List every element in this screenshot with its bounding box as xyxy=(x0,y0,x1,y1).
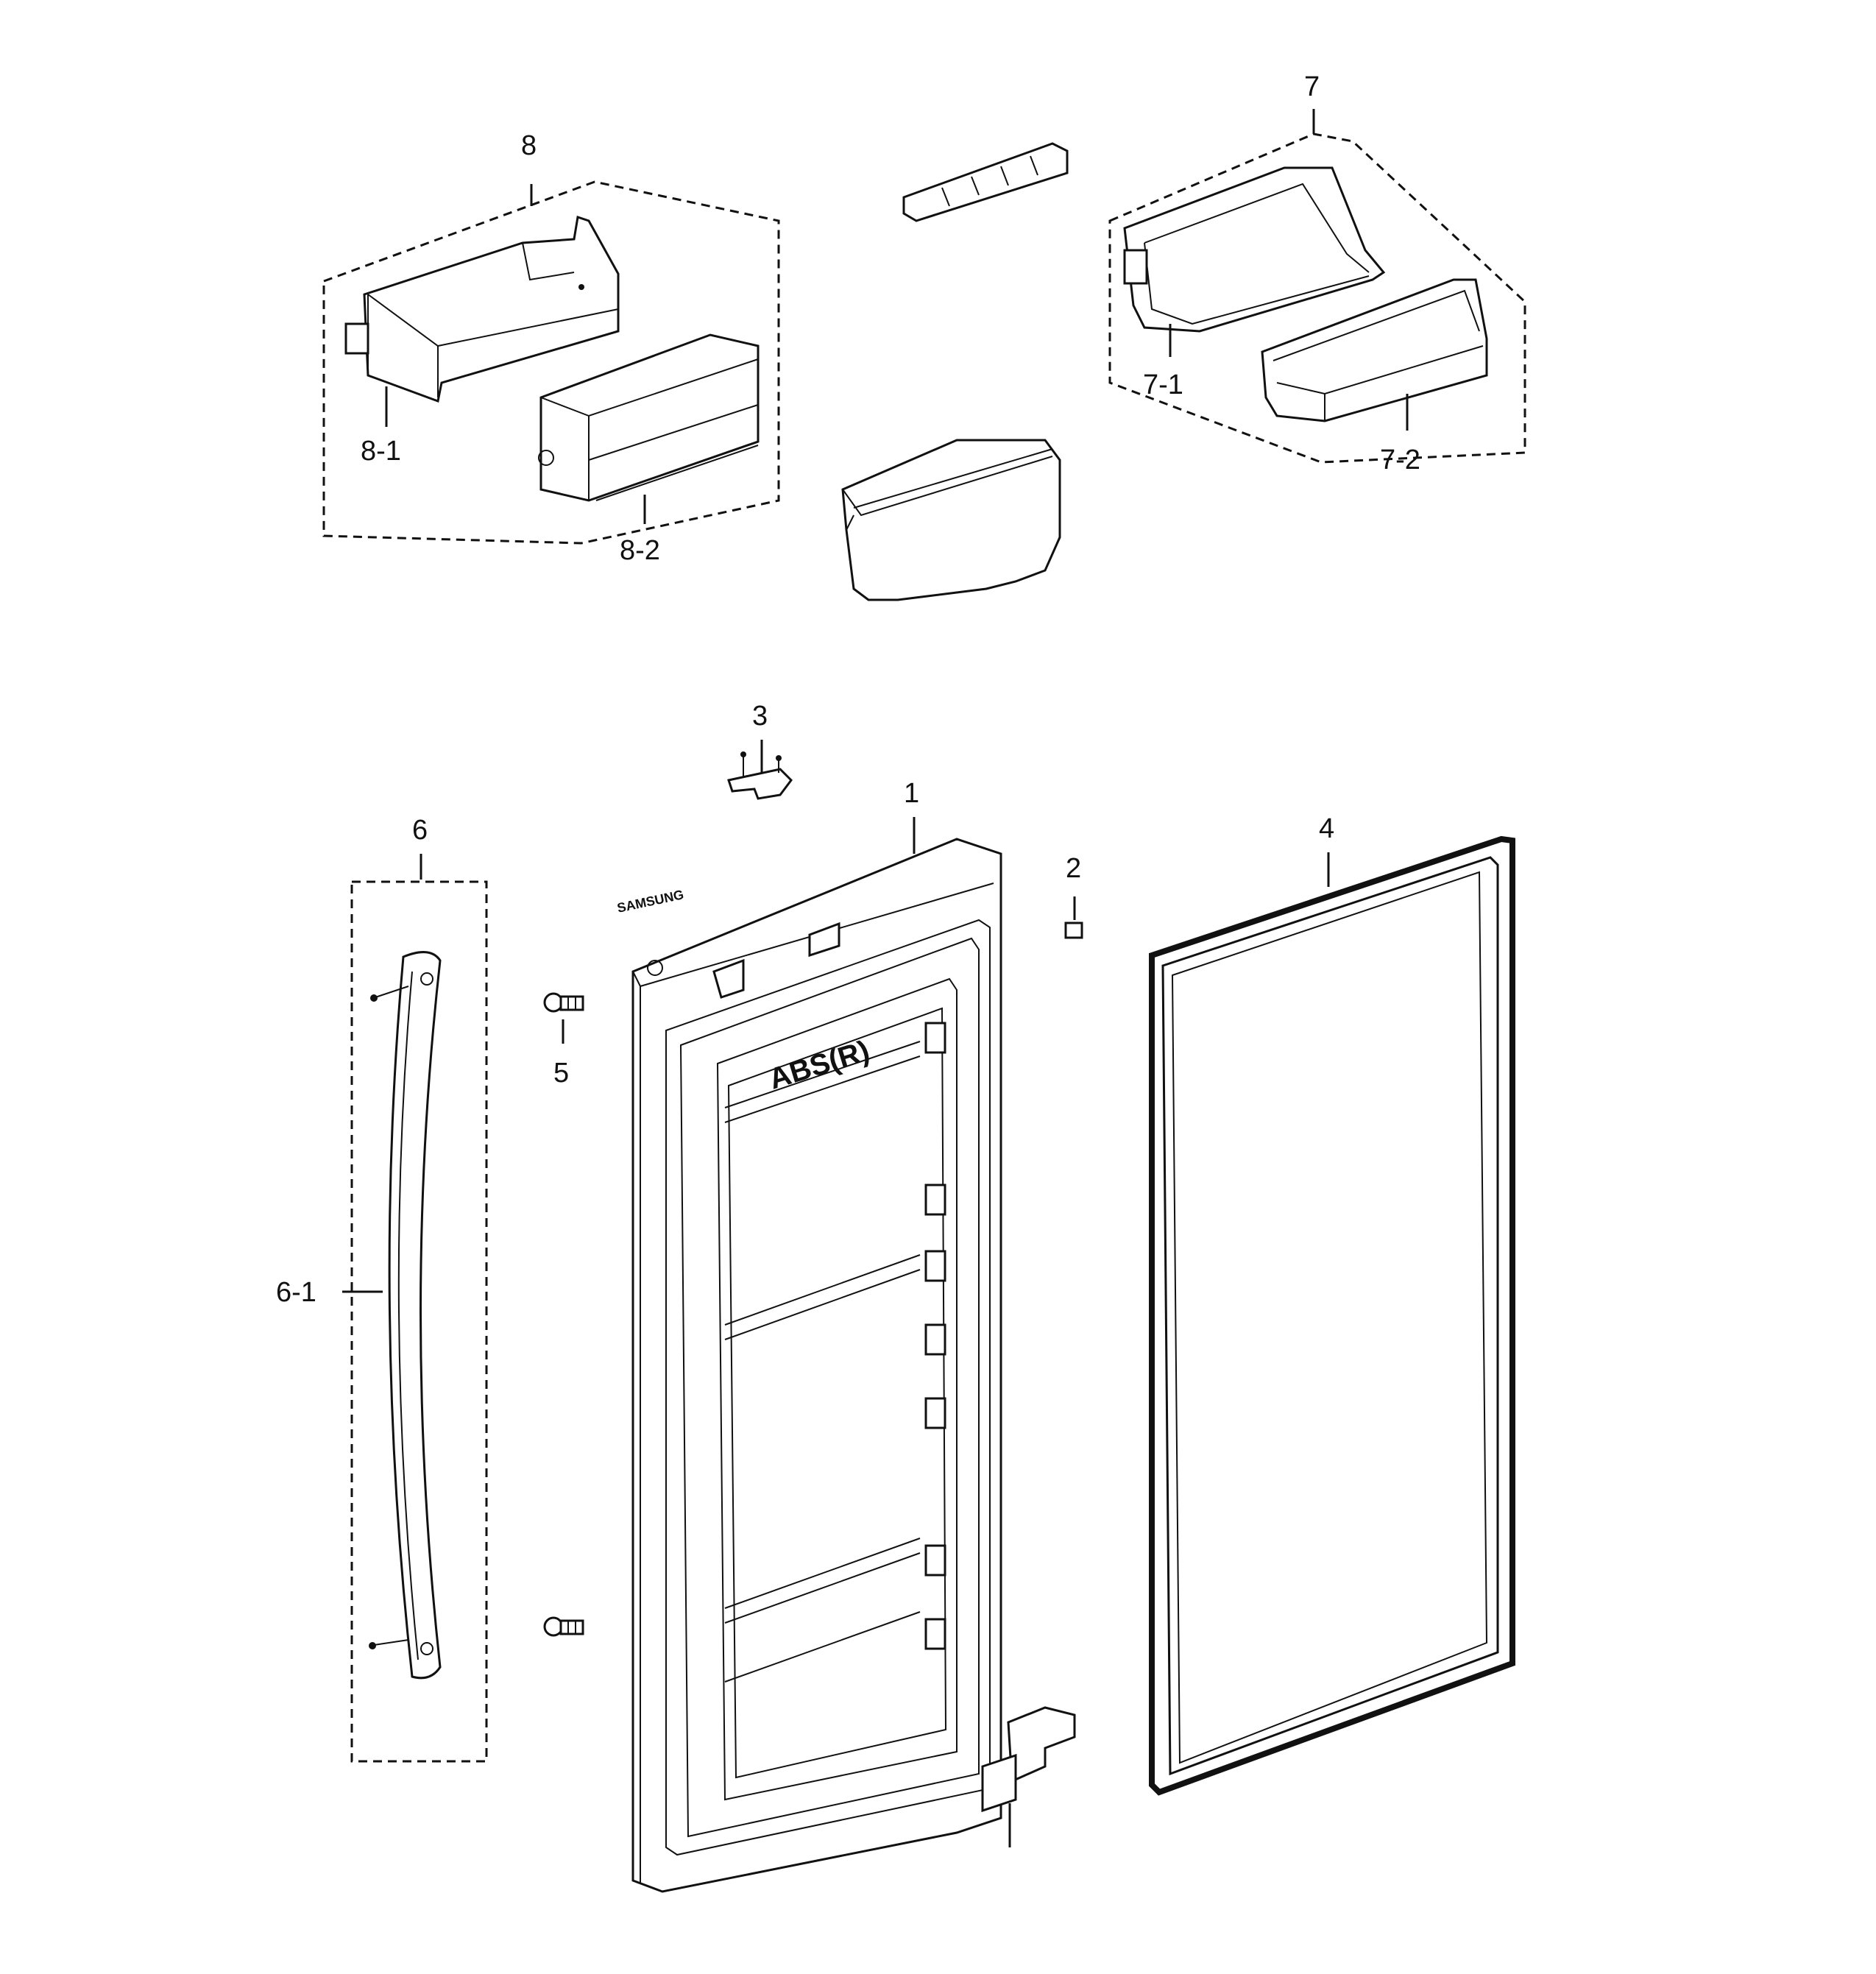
screw-lower xyxy=(543,1616,584,1637)
label-1: 1 xyxy=(904,778,919,809)
group-8: 8 8-1 8-2 xyxy=(322,130,780,566)
label-3: 3 xyxy=(752,701,768,732)
part-1-door: 1 ABS(R) SAMSUNG xyxy=(616,778,1076,1893)
label-6: 6 xyxy=(412,815,428,846)
label-8-2: 8-2 xyxy=(620,535,660,566)
label-7-1: 7-1 xyxy=(1143,369,1183,400)
label-4: 4 xyxy=(1319,813,1334,844)
group-7-boundary xyxy=(1108,132,1526,464)
shelf-cap-part xyxy=(902,142,1069,222)
part-7-2-guard xyxy=(1261,278,1488,422)
label-6-1: 6-1 xyxy=(276,1277,316,1308)
group-6-boundary xyxy=(350,880,488,1763)
part-3-hinge-cover: 3 xyxy=(727,701,793,800)
label-8: 8 xyxy=(521,130,537,161)
group-8-boundary xyxy=(322,180,780,545)
part-8-1-tray xyxy=(344,216,620,403)
part-2-stopper: 2 xyxy=(1064,853,1083,939)
label-5: 5 xyxy=(553,1058,569,1089)
part-8-2-covered-bin xyxy=(538,333,760,502)
label-7-2: 7-2 xyxy=(1380,445,1420,475)
group-6-handle: 6 6-1 xyxy=(276,815,488,1763)
label-2: 2 xyxy=(1066,853,1081,884)
label-8-1: 8-1 xyxy=(361,436,401,467)
group-7: 7 7-1 7-2 xyxy=(1108,71,1526,475)
part-7-1-guard xyxy=(1123,166,1386,333)
part-5-screws: 5 xyxy=(543,992,584,1637)
door-logo: SAMSUNG xyxy=(616,887,685,916)
dairy-bin-part xyxy=(841,439,1061,601)
part-4-gasket: 4 xyxy=(1149,813,1515,1796)
screw-upper xyxy=(543,992,584,1013)
part-6-1-handle xyxy=(369,951,442,1680)
label-7: 7 xyxy=(1304,71,1320,102)
